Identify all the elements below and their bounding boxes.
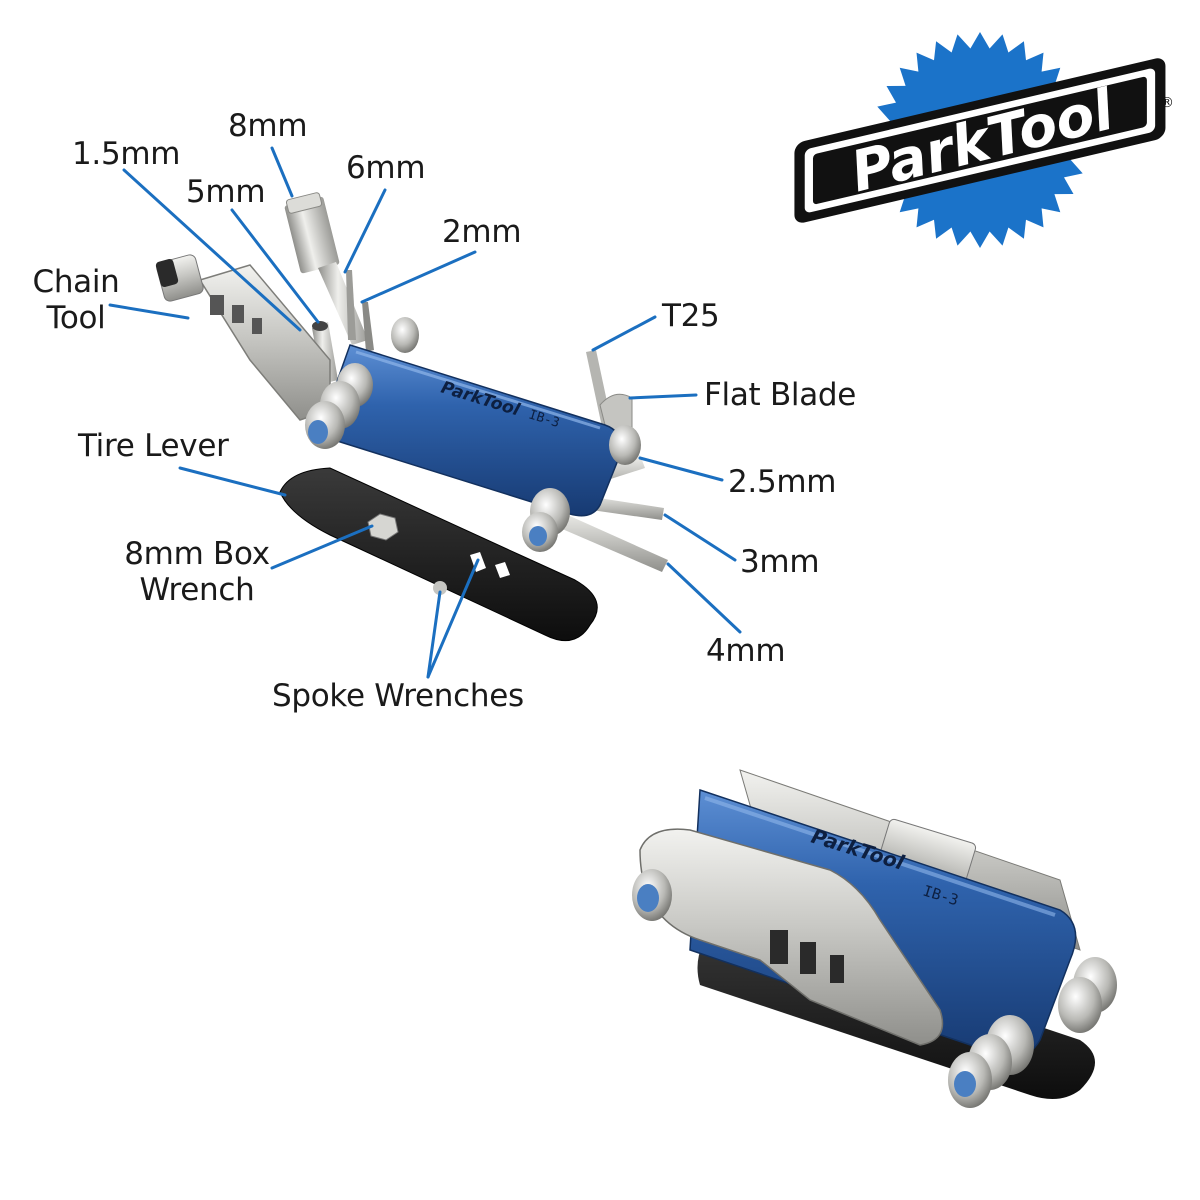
label-chain-tool-line2: Tool <box>46 300 106 336</box>
hex-5mm-tip <box>312 321 328 331</box>
label-box-wrench-line2: Wrench <box>139 572 255 608</box>
label-t25: T25 <box>662 298 720 334</box>
leader-6mm <box>343 188 387 274</box>
leader-tire-lever <box>178 466 287 497</box>
chain-tool-part <box>155 254 331 421</box>
leader-4mm <box>666 562 742 634</box>
label-3mm: 3mm <box>740 544 820 580</box>
hex-6mm-bit <box>346 270 356 340</box>
leader-1-5mm <box>122 168 302 332</box>
leader-spoke-1 <box>426 590 442 679</box>
label-1-5mm: 1.5mm <box>72 136 181 172</box>
label-tire-lever: Tire Lever <box>78 428 229 464</box>
right-pivot-bolt <box>391 317 641 552</box>
park-tool-logo: ParkTool ® <box>794 32 1174 248</box>
hex-8mm-bit <box>284 192 368 345</box>
label-box-wrench: 8mm Box Wrench <box>122 536 272 608</box>
leader-flat-blade <box>628 393 698 400</box>
label-2mm: 2mm <box>442 214 522 250</box>
leader-2-5mm <box>638 456 724 482</box>
registered-mark: ® <box>1160 95 1174 111</box>
leader-chain-tool <box>108 303 190 320</box>
leader-5mm <box>230 208 320 324</box>
leader-2mm <box>360 250 477 304</box>
label-2-5mm: 2.5mm <box>728 464 837 500</box>
leader-8mm <box>270 146 294 198</box>
multitool-open: ParkTool IB-3 <box>155 192 668 642</box>
leader-spoke-2 <box>426 558 480 679</box>
leader-3mm <box>663 513 737 562</box>
label-chain-tool: Chain Tool <box>28 264 124 336</box>
left-pivot-bolt <box>305 363 373 449</box>
hex-4mm-bit <box>546 508 668 572</box>
spoke-wrench-slot-1 <box>433 581 447 595</box>
label-spoke-wrenches: Spoke Wrenches <box>272 678 524 714</box>
box-wrench-hole <box>367 513 399 541</box>
label-4mm: 4mm <box>706 633 786 669</box>
leader-lines <box>108 146 742 679</box>
spoke-wrench-slot-3 <box>495 562 510 578</box>
label-flat-blade: Flat Blade <box>704 377 857 413</box>
leader-box-wrench <box>270 524 374 570</box>
multitool-closed: ParkTool IB-3 <box>632 769 1117 1108</box>
label-8mm: 8mm <box>228 108 308 144</box>
logo-wordmark <box>794 58 1166 223</box>
label-6mm: 6mm <box>346 150 426 186</box>
hex-2mm-bit <box>362 302 374 352</box>
tire-lever-part <box>279 467 598 642</box>
leader-t25 <box>591 315 657 352</box>
label-chain-tool-line1: Chain <box>32 264 120 300</box>
label-5mm: 5mm <box>186 174 266 210</box>
label-box-wrench-line1: 8mm Box <box>124 536 270 572</box>
